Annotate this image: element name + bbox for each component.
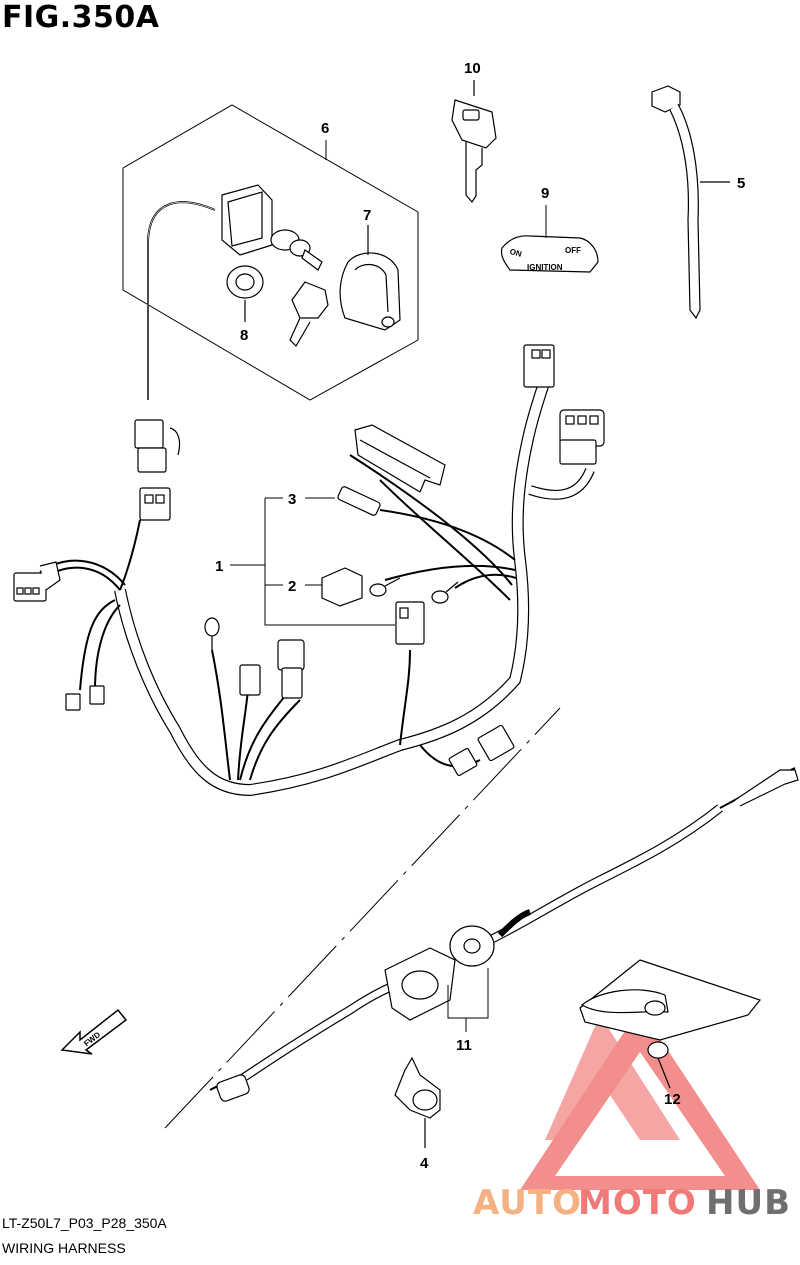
switch-nut [226,265,264,322]
fwd-arrow-icon: FWD [60,1008,128,1055]
callout-2: 2 [288,578,296,595]
section-separator-line [164,707,561,1129]
watermark-moto: MOTO [578,1183,697,1223]
callout-3: 3 [288,491,296,508]
figure-code: LT-Z50L7_P03_P28_350A [2,1215,167,1231]
clamp [394,1056,441,1148]
switch-assembly-box [122,104,419,401]
fuse-block [354,424,446,493]
callout-9: 9 [541,185,549,202]
callout-bracket [230,497,395,626]
fuse-cap [321,567,363,607]
ignition-plate-off: OFF [565,246,581,255]
heat-pad [579,959,762,1089]
callout-1: 1 [215,558,223,575]
key-in-switch [289,281,329,347]
connectors [13,344,605,777]
callout-4: 4 [420,1155,429,1172]
key [451,80,497,203]
sensor-wire [209,767,799,1091]
callout-12: 12 [664,1091,681,1108]
callout-5: 5 [737,175,745,192]
watermark-logo-triangle [520,1008,760,1190]
callout-11: 11 [456,1037,472,1054]
cable-tie [651,85,730,320]
fuse [337,486,381,516]
main-harness [39,378,595,797]
callout-10: 10 [464,60,481,77]
switch-cover [339,225,401,331]
watermark-auto: AUTO [473,1183,582,1223]
figure-title: FIG.350A [2,0,160,35]
ignition-plate-ignition: IGNITION [527,263,563,272]
ignition-plate [500,205,599,273]
callout-6: 6 [321,120,329,137]
figure-caption: WIRING HARNESS [2,1240,126,1256]
watermark-hub: HUB [706,1183,791,1223]
ignition-switch [147,184,323,400]
callout-8: 8 [240,327,248,344]
callout-11-bracket [447,968,489,1032]
sensor-parts [216,909,532,1102]
ignition-plate-on: ON [509,247,523,259]
watermark-logo-text: AUTO MOTO HUB [473,1183,791,1223]
callout-7: 7 [363,207,371,224]
